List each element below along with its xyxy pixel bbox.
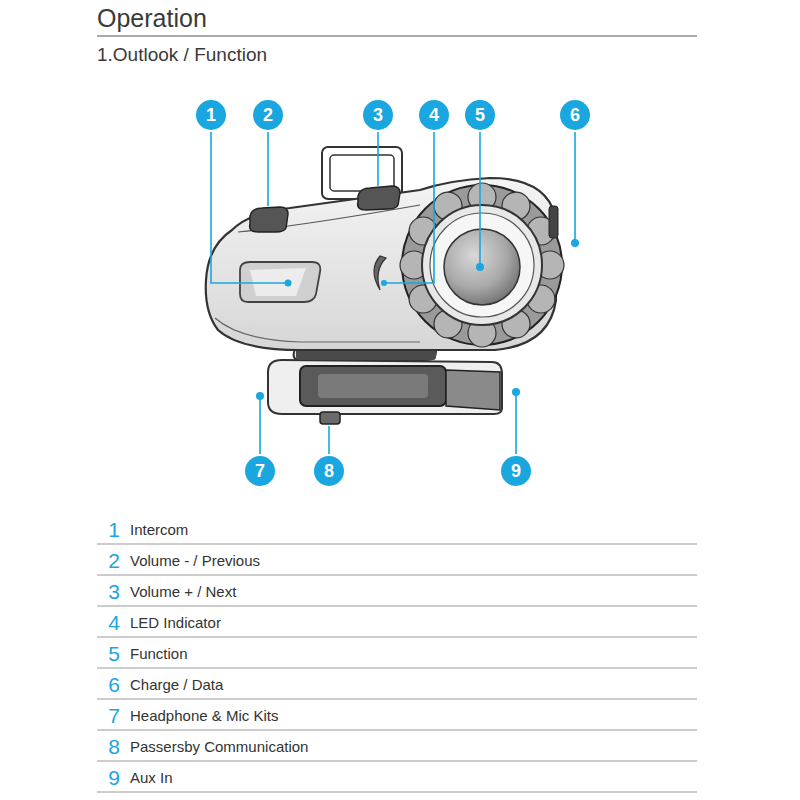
table-rule	[97, 575, 697, 576]
list-number: 9	[108, 767, 120, 788]
function-name: Headphone & Mic Kits	[130, 708, 278, 723]
callout-circle: 6	[560, 100, 590, 130]
callout-number: 4	[429, 106, 439, 124]
section-heading: 1.Outlook / Function	[97, 44, 267, 66]
volume-down-button	[250, 207, 288, 232]
mount-clamp	[268, 360, 502, 414]
function-name: Passersby Communication	[130, 739, 308, 754]
callout-number: 9	[511, 462, 521, 480]
passersby-pin	[320, 412, 340, 424]
charge-port	[549, 206, 558, 238]
list-number: 4	[108, 612, 120, 633]
device-body	[206, 178, 556, 350]
leader-lines	[211, 132, 575, 454]
callout-number: 8	[324, 462, 334, 480]
table-rule	[97, 668, 697, 669]
callout-number: 1	[206, 106, 216, 124]
list-number: 3	[108, 581, 120, 602]
intercom-button-glare	[250, 268, 306, 296]
clip-tab-inner	[330, 155, 394, 191]
function-name: Volume - / Previous	[130, 553, 260, 568]
callout-number: 3	[373, 106, 383, 124]
list-number: 5	[108, 643, 120, 664]
function-name: Intercom	[130, 522, 188, 537]
function-name: Function	[130, 646, 188, 661]
page-title: Operation	[97, 4, 207, 33]
function-name: Charge / Data	[130, 677, 223, 692]
table-rule	[97, 637, 697, 638]
callout-circle: 4	[419, 100, 449, 130]
body-lower	[215, 318, 420, 342]
mount-clamp-slot	[318, 374, 428, 398]
callout-number: 7	[255, 462, 265, 480]
callout-circle: 7	[245, 456, 275, 486]
volume-up-button	[358, 186, 400, 210]
function-name: Aux In	[130, 770, 173, 785]
callout-circle: 5	[465, 100, 495, 130]
list-number: 7	[108, 705, 120, 726]
table-rule	[97, 699, 697, 700]
callout-circle: 2	[253, 100, 283, 130]
callout-circle: 9	[501, 456, 531, 486]
table-rule	[97, 730, 697, 731]
function-name: Volume + / Next	[130, 584, 236, 599]
led-indicator	[374, 256, 386, 290]
callout-number: 2	[263, 106, 273, 124]
table-rule	[97, 761, 697, 762]
list-number: 6	[108, 674, 120, 695]
table-rule	[97, 792, 697, 793]
list-number: 1	[108, 519, 120, 540]
mount-side	[446, 370, 500, 410]
table-rule	[97, 544, 697, 545]
callout-circle: 1	[196, 100, 226, 130]
mount-clamp-dark	[300, 366, 446, 406]
list-number: 2	[108, 550, 120, 571]
table-rule	[97, 606, 697, 607]
callout-circle: 8	[314, 456, 344, 486]
callout-circle: 3	[363, 100, 393, 130]
leader-dots	[256, 239, 579, 400]
header-rule	[97, 36, 697, 37]
function-name: LED Indicator	[130, 615, 221, 630]
list-number: 8	[108, 736, 120, 757]
intercom-button	[240, 262, 320, 302]
callout-number: 6	[570, 106, 580, 124]
callout-number: 5	[475, 106, 485, 124]
table-rules	[97, 544, 697, 792]
function-dial	[400, 183, 564, 347]
